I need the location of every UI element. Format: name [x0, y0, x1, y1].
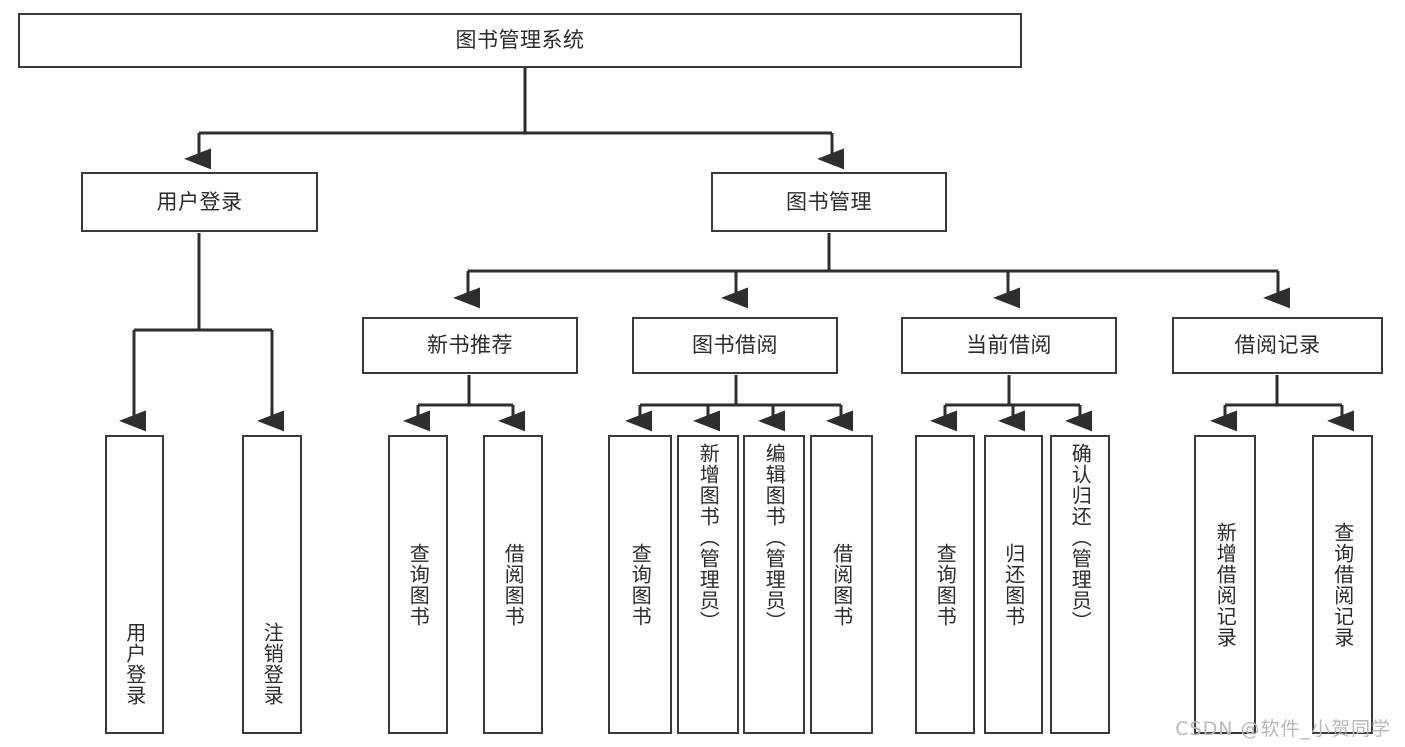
leaf-confirm-return-admin[interactable]: 确认归还（管理员）	[1050, 435, 1110, 734]
csdn-watermark: CSDN @软件_小贺同学	[1175, 718, 1391, 740]
leaf-query-book-borrow[interactable]: 查询图书	[608, 435, 672, 734]
leaf-query-borrow-record[interactable]: 查询借阅记录	[1312, 435, 1373, 734]
node-root-system[interactable]: 图书管理系统	[18, 13, 1022, 68]
node-label: 查询借阅记录	[1330, 521, 1355, 648]
leaf-add-book-admin[interactable]: 新增图书（管理员）	[677, 435, 739, 734]
leaf-return-book[interactable]: 归还图书	[984, 435, 1043, 734]
node-label: 图书管理	[786, 189, 872, 214]
node-label: 借阅记录	[1234, 333, 1321, 358]
node-label: 归还图书	[1001, 542, 1026, 627]
node-label: 查询图书	[933, 542, 958, 627]
node-label: 当前借阅	[966, 333, 1052, 358]
node-label: 查询图书	[628, 542, 653, 627]
node-label: 新增图书（管理员）	[696, 443, 721, 632]
node-label: 新书推荐	[427, 333, 513, 358]
leaf-query-book-current[interactable]: 查询图书	[915, 435, 975, 734]
node-label: 借阅图书	[829, 542, 854, 627]
node-label: 编辑图书（管理员）	[762, 443, 787, 632]
leaf-borrow-book-recommend[interactable]: 借阅图书	[483, 435, 543, 734]
node-current-borrow[interactable]: 当前借阅	[901, 317, 1117, 374]
leaf-query-book-recommend[interactable]: 查询图书	[388, 435, 448, 734]
node-borrow-record[interactable]: 借阅记录	[1172, 317, 1383, 374]
node-label: 注销登录	[260, 622, 285, 706]
node-new-book-recommend[interactable]: 新书推荐	[362, 317, 578, 374]
node-label: 图书借阅	[692, 333, 778, 358]
node-label: 新增借阅记录	[1213, 521, 1238, 648]
node-label: 图书管理系统	[455, 28, 585, 53]
leaf-edit-book-admin[interactable]: 编辑图书（管理员）	[743, 435, 805, 734]
node-label: 查询图书	[406, 542, 431, 627]
node-user-login[interactable]: 用户登录	[81, 172, 318, 232]
node-label: 借阅图书	[501, 542, 526, 627]
node-book-borrow[interactable]: 图书借阅	[632, 317, 838, 374]
leaf-user-login[interactable]: 用户登录	[105, 435, 164, 734]
leaf-add-borrow-record[interactable]: 新增借阅记录	[1194, 435, 1256, 734]
leaf-borrow-book[interactable]: 借阅图书	[810, 435, 873, 734]
leaf-logout[interactable]: 注销登录	[242, 435, 302, 734]
node-label: 用户登录	[156, 189, 243, 214]
node-label: 用户登录	[122, 622, 147, 706]
node-label: 确认归还（管理员）	[1068, 443, 1093, 632]
node-book-management[interactable]: 图书管理	[711, 172, 947, 232]
